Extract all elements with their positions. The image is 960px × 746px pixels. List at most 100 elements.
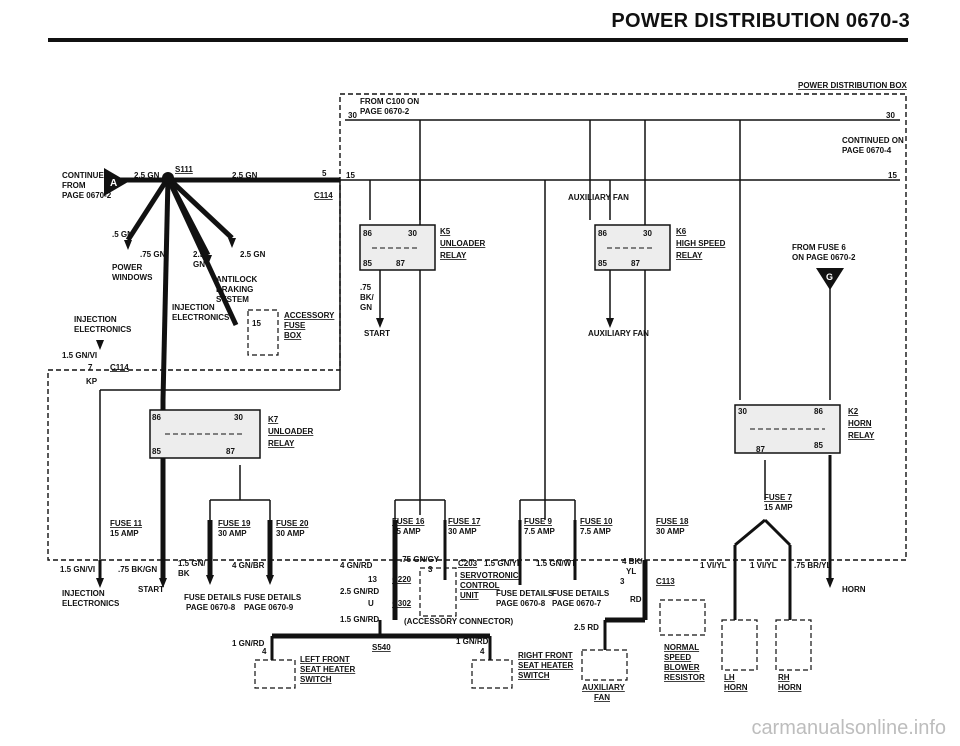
rf-2: SEAT HEATER xyxy=(518,661,573,670)
wire-b15gn-2: BK xyxy=(178,569,190,578)
pin-3b: 3 xyxy=(620,577,625,586)
fuse17-label: FUSE 17 xyxy=(448,517,481,526)
kp-label: KP xyxy=(86,377,98,386)
pin-5: 5 xyxy=(322,169,327,178)
wire-b1viyl-2: 1 VI/YL xyxy=(750,561,777,570)
lf-1: LEFT FRONT xyxy=(300,655,350,664)
wire-75bk-2: BK/ xyxy=(360,293,375,302)
servo-3: UNIT xyxy=(460,591,479,600)
k7-label-3: RELAY xyxy=(268,439,295,448)
servo-1: SERVOTRONIC xyxy=(460,571,519,580)
k6-p86: 86 xyxy=(598,229,607,238)
cont-on-line2: PAGE 0670-4 xyxy=(842,146,892,155)
rd-label: RD xyxy=(630,595,642,604)
afan-2: FAN xyxy=(594,693,610,702)
k2-p87: 87 xyxy=(756,445,765,454)
k7-label-1: K7 xyxy=(268,415,279,424)
c114-left: C114 xyxy=(110,363,129,372)
afan-1: AUXILIARY xyxy=(582,683,625,692)
wire-25gn-2: 2.5 GN xyxy=(232,171,258,180)
wire-5gn: .5 GN xyxy=(112,230,133,239)
page-title: POWER DISTRIBUTION 0670-3 xyxy=(611,10,910,32)
k2-p85: 85 xyxy=(814,441,823,450)
wire-b75bryl: .75 BR/YL xyxy=(794,561,831,570)
relay-k7 xyxy=(149,409,261,459)
acc-fuse-1: ACCESSORY xyxy=(284,311,335,320)
splice-s111-label: S111 xyxy=(175,165,193,174)
servotronic-control-unit xyxy=(419,567,457,617)
connector-a-icon xyxy=(104,168,128,196)
k7-p30: 30 xyxy=(234,413,243,422)
left-front-seat-heater-switch xyxy=(254,659,296,689)
wire-15gnvi: 1.5 GN/VI xyxy=(62,351,97,360)
fuse7-label: FUSE 7 xyxy=(764,493,793,502)
k5-p87: 87 xyxy=(396,259,405,268)
wire-b15gn-1: 1.5 GN/ xyxy=(178,559,206,568)
inj-left-2: ELECTRONICS xyxy=(74,325,132,334)
inj-top-1: INJECTION xyxy=(172,303,215,312)
connector-g-label: G xyxy=(826,272,833,282)
fuse18-label: FUSE 18 xyxy=(656,517,689,526)
fuse9-amp: 7.5 AMP xyxy=(524,527,555,536)
fd-3b: PAGE 0670-8 xyxy=(496,599,546,608)
acc-pin-15: 15 xyxy=(252,319,261,328)
fuse10-label: FUSE 10 xyxy=(580,517,613,526)
k2-p30: 30 xyxy=(738,407,747,416)
k6-p87: 87 xyxy=(631,259,640,268)
fuse11-amp: 15 AMP xyxy=(110,529,139,538)
wire-b4gnbr: 4 GN/BR xyxy=(232,561,265,570)
k5-label-2: UNLOADER xyxy=(440,239,486,248)
aux-fan-top: AUXILIARY FAN xyxy=(568,193,629,202)
right-front-seat-heater-switch xyxy=(471,659,513,689)
watermark: carmanualsonline.info xyxy=(751,717,946,739)
rf-1: RIGHT FRONT xyxy=(518,651,573,660)
cont-from-line2: FROM xyxy=(62,181,86,190)
wire-b4gnrd: 4 GN/RD xyxy=(340,561,373,570)
fd-4b: PAGE 0670-7 xyxy=(552,599,602,608)
splice-s111 xyxy=(162,172,174,184)
k2-p86: 86 xyxy=(814,407,823,416)
relay-k2 xyxy=(734,404,841,454)
fuse16-amp: 15 AMP xyxy=(392,527,421,536)
k6-p30: 30 xyxy=(643,229,652,238)
power-windows-1: POWER xyxy=(112,263,142,272)
k2-label-1: K2 xyxy=(848,407,859,416)
terminal-30-right: 30 xyxy=(886,111,895,120)
wire-b75gngy: .75 GN/GY xyxy=(400,555,440,564)
rh-horn xyxy=(775,619,812,671)
labels: POWER DISTRIBUTION BOX FROM C100 ON PAGE… xyxy=(60,81,908,702)
power-windows-2: WINDOWS xyxy=(112,273,153,282)
horn-right: HORN xyxy=(842,585,866,594)
from-fuse6-2: ON PAGE 0670-2 xyxy=(792,253,856,262)
c203-label: C203 xyxy=(458,559,478,568)
abs-1: ANTILOCK xyxy=(216,275,258,284)
rf-3: SWITCH xyxy=(518,671,550,680)
wire-b1viyl-1: 1 VI/YL xyxy=(700,561,727,570)
pdb-title: POWER DISTRIBUTION BOX xyxy=(798,81,908,90)
wire-b15gnwt: 1.5 GN/WT xyxy=(536,559,576,568)
normal-speed-blower-resistor xyxy=(659,599,706,636)
pin-4a: 4 xyxy=(262,647,267,656)
servo-2: CONTROL xyxy=(460,581,500,590)
wire-b75bkgn: .75 BK/GN xyxy=(118,565,157,574)
fd-2b: PAGE 0670-9 xyxy=(244,603,294,612)
wire-b4bk-1: 4 BK/ xyxy=(622,557,643,566)
from-fuse6-1: FROM FUSE 6 xyxy=(792,243,846,252)
fd-1a: FUSE DETAILS xyxy=(184,593,242,602)
fuse16-label: FUSE 16 xyxy=(392,517,425,526)
wire-25-b: GN xyxy=(193,260,205,269)
k5-label-3: RELAY xyxy=(440,251,467,260)
wire-b25gnrd: 2.5 GN/RD xyxy=(340,587,379,596)
fd-1b: PAGE 0670-8 xyxy=(186,603,236,612)
c113-label: C113 xyxy=(656,577,675,586)
inj-top-2: ELECTRONICS xyxy=(172,313,230,322)
lf-3: SWITCH xyxy=(300,675,332,684)
lh-horn xyxy=(721,619,758,671)
cont-from-line1: CONTINUED xyxy=(62,171,110,180)
lh-horn-1: LH xyxy=(724,673,735,682)
acc-connector: (ACCESSORY CONNECTOR) xyxy=(404,617,514,626)
wire-b4bk-2: YL xyxy=(626,567,636,576)
k7-label-2: UNLOADER xyxy=(268,427,314,436)
nsbr-4: RESISTOR xyxy=(664,673,705,682)
